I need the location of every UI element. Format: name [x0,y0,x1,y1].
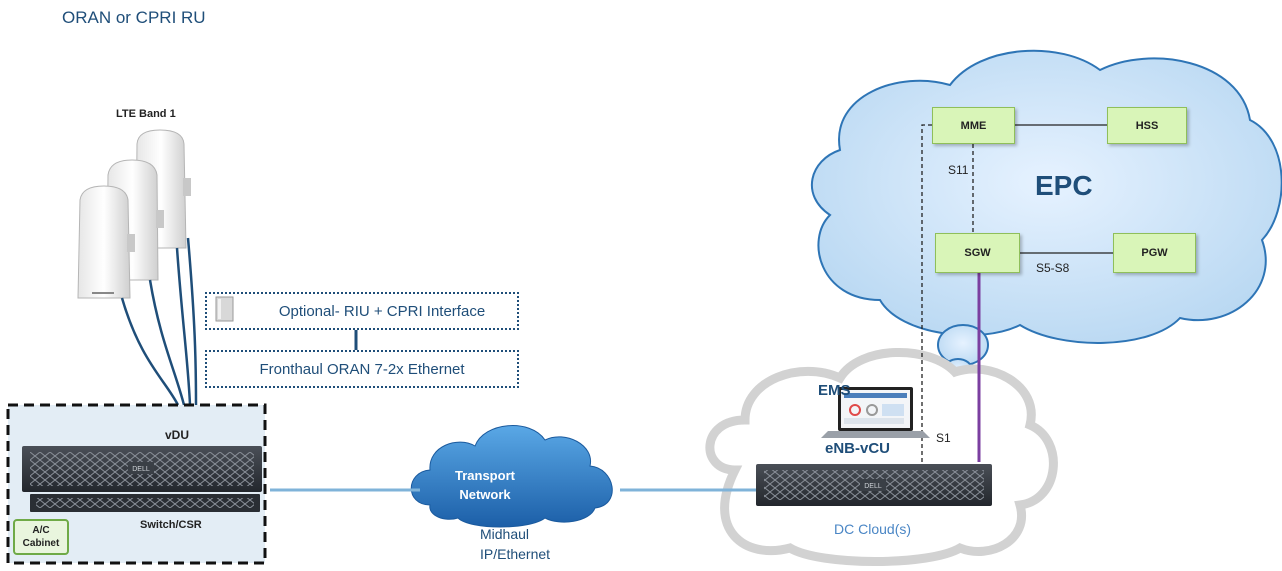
midhaul-line1: Midhaul [480,526,530,542]
diagram-title: ORAN or CPRI RU [62,8,206,27]
transport-network-cloud [410,425,613,528]
ac-cabinet-line1: A/C [32,525,50,536]
enb-vcu-label: eNB-vCU [825,440,891,457]
vcu-server: DELL [756,464,992,506]
transport-network-line1: Transport [455,468,515,483]
s1-mme-link [921,124,932,462]
transport-network-line2: Network [459,487,511,502]
ac-cabinet-line2: Cabinet [22,538,60,549]
hss-node: HSS [1107,107,1187,144]
transport-network-label: Transport Network [455,466,515,504]
optional-riu-cpri-box: Optional- RIU + CPRI Interface [205,292,519,330]
midhaul-line2: IP/Ethernet [480,546,551,562]
radio-units [77,129,191,299]
epc-cloud [811,49,1282,386]
vdu-server: DELL [22,446,262,492]
riu-device-icon [215,296,234,322]
vcu-server-brand: DELL [864,483,882,490]
optional-riu-cpri-label: Optional- RIU + CPRI Interface [278,302,486,320]
sgw-node: SGW [935,233,1020,273]
fronthaul-fibers [120,237,198,406]
s11-interface-label: S11 [948,163,969,177]
switch-csr [30,494,260,512]
vdu-label: vDU [165,428,190,442]
vdu-server-brand: DELL [132,466,150,473]
midhaul-label: Midhaul IP/Ethernet [480,524,550,564]
ems-label: EMS [818,382,851,399]
fronthaul-box: Fronthaul ORAN 7-2x Ethernet [205,350,519,388]
dc-cloud [705,347,1058,566]
dc-cloud-label: DC Cloud(s) [834,521,912,537]
mme-node: MME [932,107,1015,144]
pgw-node: PGW [1113,233,1196,273]
ems-laptop [821,387,930,438]
radio-band-label: LTE Band 1 [116,108,176,120]
fronthaul-label: Fronthaul ORAN 7-2x Ethernet [259,360,465,378]
switch-csr-label: Switch/CSR [140,519,202,531]
epc-label: EPC [1035,170,1093,201]
ac-cabinet-box: A/C Cabinet [13,519,69,555]
s1-interface-label: S1 [936,431,951,445]
s5-s8-interface-label: S5-S8 [1036,261,1070,275]
